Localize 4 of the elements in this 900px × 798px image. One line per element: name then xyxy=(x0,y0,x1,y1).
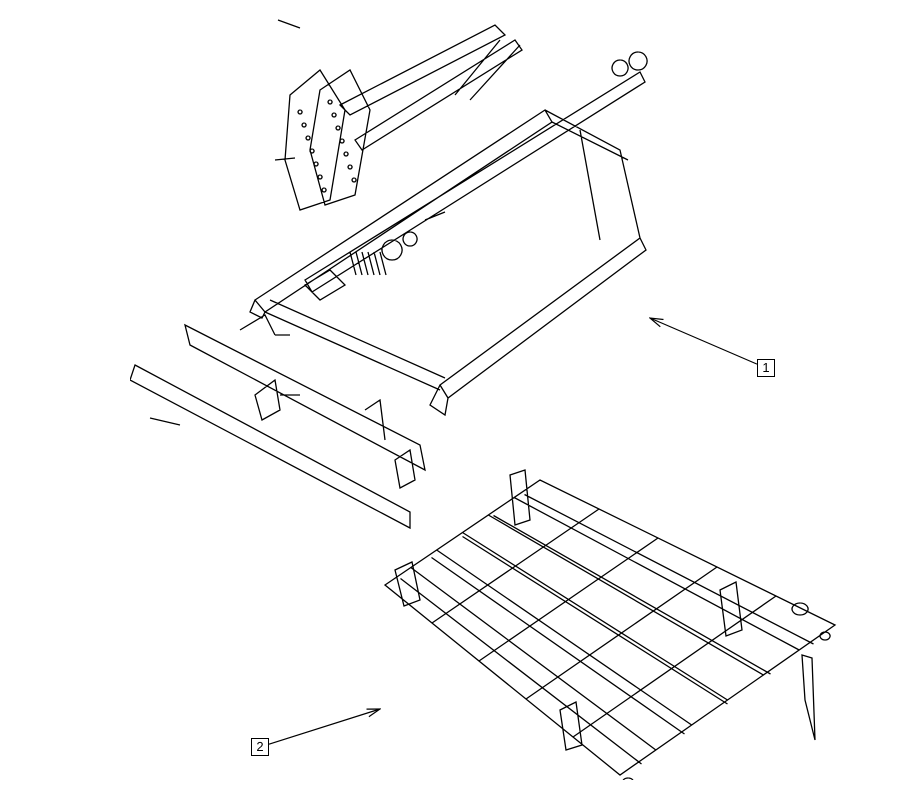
callout-number: 2 xyxy=(251,738,269,756)
callout-number: 1 xyxy=(757,359,775,377)
leader-line xyxy=(268,708,381,745)
leader-line xyxy=(649,317,758,365)
